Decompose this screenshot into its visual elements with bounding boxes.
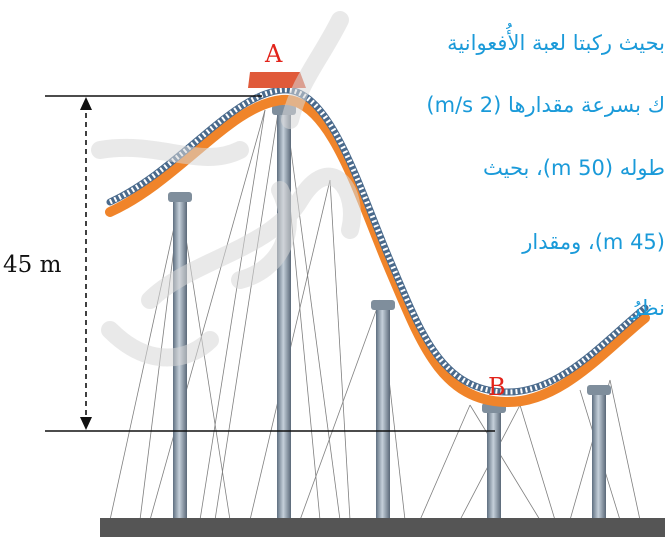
height-label: 45 m: [3, 252, 62, 278]
problem-text-line-3: طوله (50 m)، بحيث: [483, 156, 665, 180]
coaster-track: [105, 86, 650, 408]
problem-text-line-5: نظرُ: [630, 296, 665, 320]
height-dimension-arrow: [80, 97, 92, 430]
problem-text-line-2: ك بسرعة مقدارها (2 m/s): [426, 93, 665, 117]
problem-text-line-1: بحيث ركبتا لعبة الأُفعوانية: [447, 31, 665, 55]
point-b-label: B: [488, 373, 506, 401]
point-a-label: A: [265, 40, 283, 68]
coaster-car: [248, 72, 306, 88]
problem-text-line-4: (45 m)، ومقدار: [522, 230, 665, 254]
ground: [100, 518, 665, 537]
